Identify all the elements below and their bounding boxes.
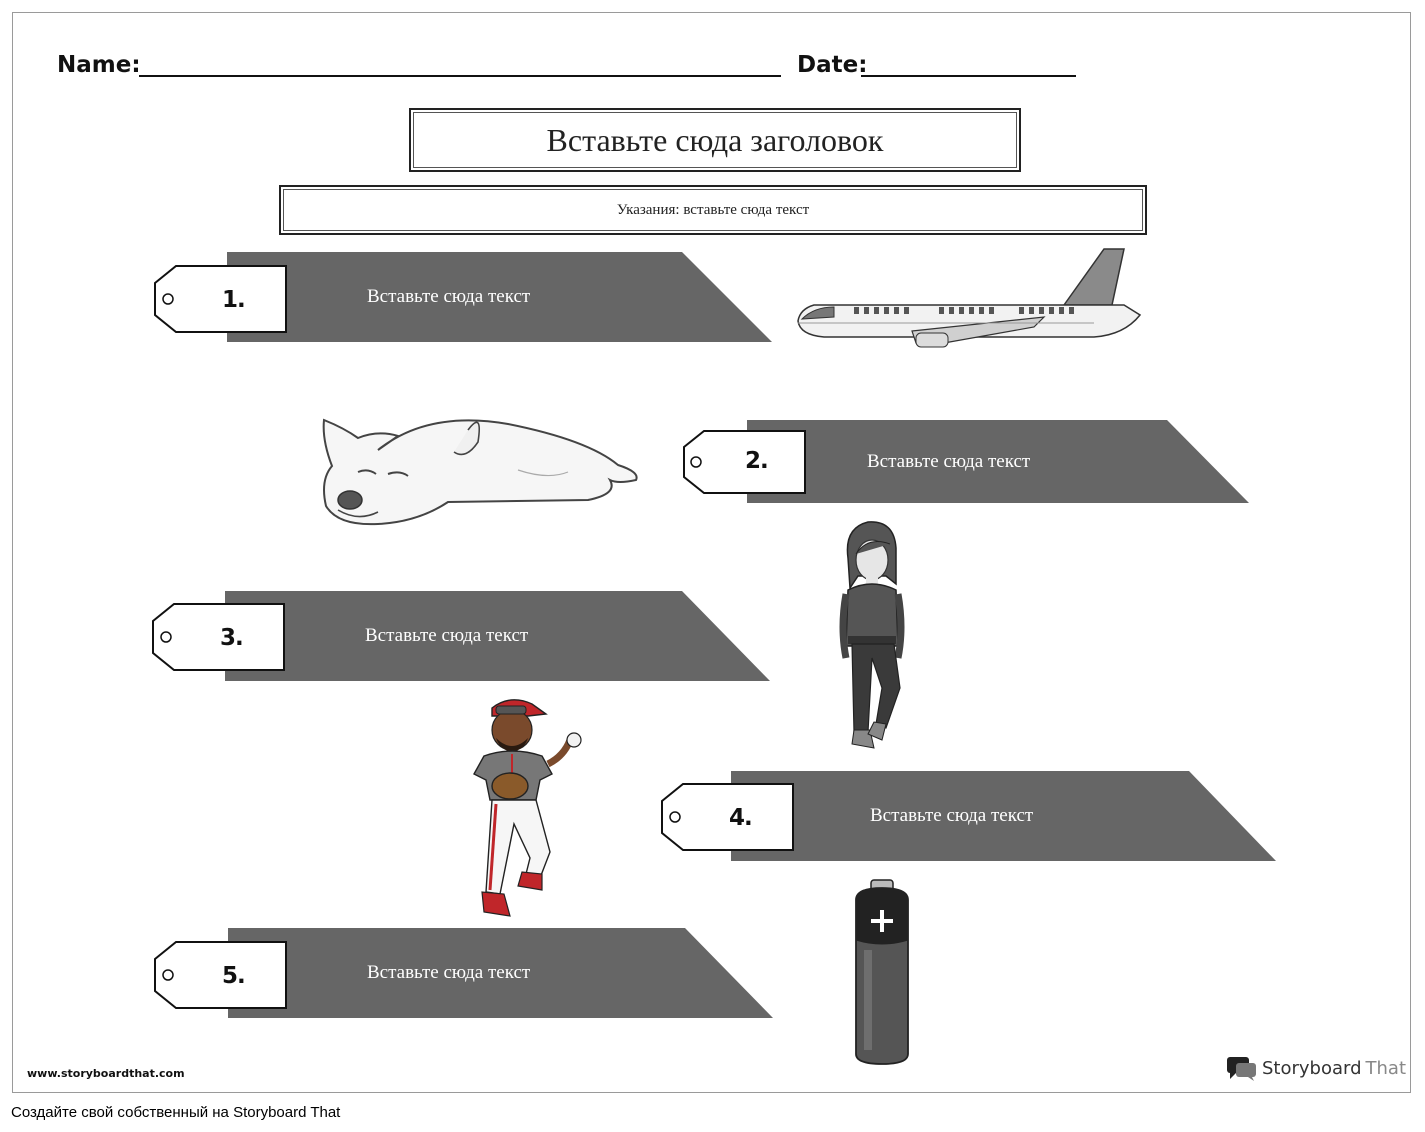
item-text-5: Вставьте сюда текст	[367, 962, 531, 983]
worksheet-page	[12, 12, 1411, 1093]
item-banner-5[interactable]: Вставьте сюда текст	[228, 928, 773, 1018]
date-field[interactable]	[861, 75, 1076, 77]
directions-text: вставьте сюда текст	[683, 201, 810, 218]
page-title: Вставьте сюда заголовок	[546, 121, 884, 158]
directions-label: Указания:	[616, 201, 680, 218]
name-label: Name:	[57, 52, 141, 78]
tag-icon	[683, 430, 806, 494]
item-tag-2: 2.	[683, 430, 807, 499]
directions-box[interactable]: Указания: вставьте сюда текст	[279, 185, 1147, 235]
item-tag-4: 4.	[661, 783, 795, 856]
battery-icon[interactable]	[852, 878, 912, 1068]
item-number-2: 2.	[745, 448, 769, 474]
tag-icon	[152, 603, 285, 671]
tag-icon	[154, 265, 287, 333]
item-banner-3[interactable]: Вставьте сюда текст	[225, 591, 770, 681]
tag-icon	[661, 783, 794, 851]
banner-shape	[747, 420, 1249, 503]
logo-word-storyboard: Storyboard	[1262, 1057, 1362, 1079]
item-text-1: Вставьте сюда текст	[367, 286, 531, 307]
item-text-3: Вставьте сюда текст	[365, 625, 529, 646]
tag-icon	[154, 941, 287, 1009]
banner-shape	[731, 771, 1276, 861]
item-banner-2[interactable]: Вставьте сюда текст	[747, 420, 1249, 503]
footer-url[interactable]: www.storyboardthat.com	[27, 1067, 185, 1080]
item-tag-1: 1.	[154, 265, 288, 338]
create-your-own-link[interactable]: Создайте свой собственный на Storyboard …	[11, 1104, 341, 1121]
item-text-4: Вставьте сюда текст	[870, 805, 1034, 826]
name-field[interactable]	[139, 75, 781, 77]
item-banner-1[interactable]: Вставьте сюда текст	[227, 252, 772, 342]
speech-bubble-icon	[1227, 1057, 1256, 1081]
banner-shape	[225, 591, 770, 681]
title-box[interactable]: Вставьте сюда заголовок	[409, 108, 1021, 172]
item-number-3: 3.	[220, 625, 244, 651]
date-label: Date:	[797, 52, 868, 78]
item-number-5: 5.	[222, 963, 246, 989]
item-text-2: Вставьте сюда текст	[867, 451, 1031, 472]
baseball-player-icon[interactable]	[470, 694, 590, 920]
dog-icon[interactable]	[318, 410, 643, 530]
item-tag-3: 3.	[152, 603, 286, 676]
airplane-icon[interactable]	[794, 247, 1144, 349]
item-number-4: 4.	[729, 805, 753, 831]
banner-shape	[228, 928, 773, 1018]
item-tag-5: 5.	[154, 941, 288, 1014]
item-banner-4[interactable]: Вставьте сюда текст	[731, 771, 1276, 861]
logo-word-that: That	[1365, 1057, 1407, 1079]
banner-shape	[227, 252, 772, 342]
item-number-1: 1.	[222, 287, 246, 313]
girl-icon[interactable]	[838, 518, 908, 754]
